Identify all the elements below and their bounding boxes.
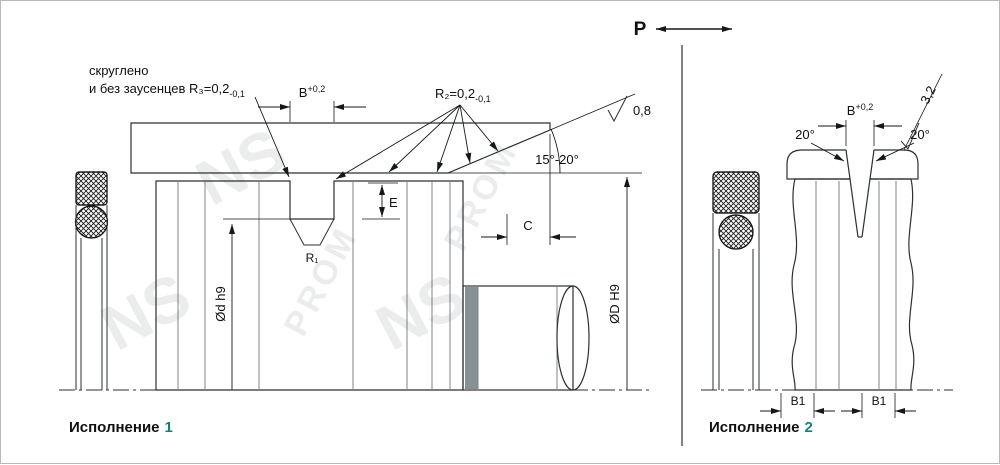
o-ring [74,205,109,239]
body-band-lines [815,181,897,389]
seal-wall-lines [75,205,108,390]
note-line2: и без заусенцев R₃=0,2-0,1 [89,81,245,99]
watermark-logo: NS [365,259,477,364]
r2-dimension: R₂=0,2-0,1 [335,86,499,180]
groove-wall-left [845,149,859,238]
b1-right-label: B1 [872,394,887,408]
watermark-text: PROM [277,220,366,342]
chamfer-angle-label: 15°-20° [535,152,579,167]
relief-groove [465,287,478,389]
roughness-callout: 3,2 [900,73,943,151]
pressure-direction: P [634,19,732,40]
r2-leader-fan [335,104,499,180]
seal-section-right [712,171,760,390]
view2-drawing: B+0,2 20° 20° 3,2 B1 [701,73,953,436]
bore-diameter-label: ØD H9 [607,284,622,324]
roughness-value: 3,2 [917,83,939,106]
note-leader-line [254,96,290,178]
e-dimension: E [362,182,400,220]
e-dimension-label: E [389,195,398,210]
chamfer-angle-arc [550,128,561,174]
chamfer-extension-line [549,93,636,131]
bore-diameter-dimension: ØD H9 [607,177,630,390]
watermark-logo: NS [185,114,297,219]
seal-wall-lines [712,213,760,390]
roughness-symbol [900,122,920,150]
angle-left-label: 20° [795,127,815,142]
roughness-value: 0,8 [633,103,651,118]
watermark-logo: NS [90,259,202,364]
r1-label: R₁ [306,251,319,265]
b1-left-label: B1 [791,394,806,408]
v-groove-cut [846,148,874,237]
o-ring [718,214,754,250]
roughness-symbol [607,95,628,123]
angle-callout-right: 20° [875,127,930,162]
pressure-label: P [634,19,647,40]
b-dimension: B+0,2 [258,84,366,122]
b1-dimension-right: B1 [841,393,916,418]
watermark-layer: NS PROM NS NS PROM [90,114,526,364]
seal-section-left [74,171,109,390]
b-dimension-label: B+0,2 [847,102,873,118]
view1-drawing: NS PROM NS NS PROM R₁ скруглено [59,63,651,436]
shaft-diameter-label: Ød h9 [213,286,228,321]
b-dimension-view2: B+0,2 [818,102,902,146]
b-dimension-label: B+0,2 [299,84,325,100]
seal-profile [75,171,108,206]
b1-dimension-left: B1 [760,393,835,418]
r2-dimension-label: R₂=0,2-0,1 [435,86,491,104]
c-dimension-label: C [523,218,532,233]
c-dimension: C [481,134,576,245]
note-annotation: скруглено и без заусенцев R₃=0,2-0,1 [89,63,290,178]
housing-bar [130,122,551,174]
shaft-band-lines [177,182,451,389]
angle-callout-left: 20° [795,127,845,162]
seal-profile [712,171,760,214]
groove-radius-detail [289,218,335,246]
angle-right-label: 20° [910,127,930,142]
shaft-diameter-dimension: Ød h9 [213,224,235,390]
groove-wall-right [861,149,875,238]
note-line1: скруглено [89,63,148,78]
